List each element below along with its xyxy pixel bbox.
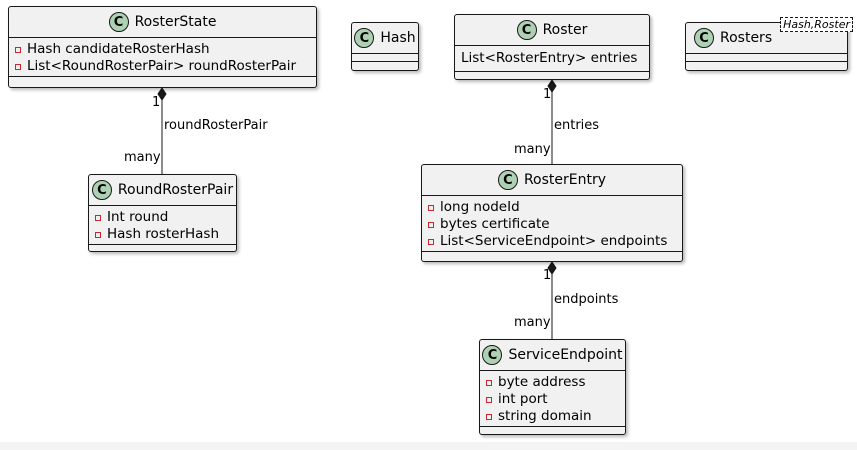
multiplicity-one: 1 (152, 95, 161, 110)
field: Int round (95, 209, 230, 226)
field: bytes certificate (428, 216, 676, 233)
class-hash[interactable]: C Hash (351, 22, 419, 71)
methods-section (480, 427, 625, 434)
private-visibility-icon (15, 63, 21, 70)
class-name: Hash (380, 30, 416, 46)
fields-section: Int round Hash rosterHash (89, 206, 236, 245)
private-visibility-icon (486, 413, 492, 420)
field: Hash rosterHash (95, 226, 230, 243)
class-header: C ServiceEndpoint (480, 340, 625, 371)
methods-section (686, 62, 847, 69)
class-roundrosterpair[interactable]: C RoundRosterPair Int round Hash rosterH… (88, 174, 237, 252)
class-serviceendpoint[interactable]: C ServiceEndpoint byte address int port … (479, 339, 626, 435)
class-rosters[interactable]: C Rosters Hash,Roster (685, 17, 853, 71)
class-name: RosterEntry (523, 172, 607, 188)
field: byte address (486, 374, 619, 391)
class-c-icon: C (497, 170, 518, 190)
multiplicity-one: 1 (543, 87, 552, 102)
relation-label: entries (554, 118, 600, 133)
private-visibility-icon (95, 231, 101, 238)
class-c-icon: C (482, 345, 503, 365)
class-name: Roster (542, 22, 588, 38)
private-visibility-icon (486, 396, 492, 403)
class-header: C RoundRosterPair (89, 175, 236, 206)
fields-section: Hash candidateRosterHash List<RoundRoste… (9, 38, 316, 77)
field: List<RosterEntry> entries (461, 50, 638, 66)
class-header: C Rosters (686, 23, 847, 54)
methods-section (352, 62, 418, 69)
class-name: Rosters (720, 30, 773, 46)
relation-label: roundRosterPair (164, 118, 268, 133)
generic-parameters: Hash,Roster (780, 17, 853, 32)
multiplicity-one: 1 (543, 268, 552, 283)
methods-section (455, 72, 649, 79)
class-c-icon: C (516, 20, 537, 40)
field: long nodeId (428, 199, 676, 216)
private-visibility-icon (428, 204, 434, 211)
composition-diamond-rosterstate (157, 87, 167, 101)
bottom-strip (0, 442, 857, 450)
class-rosterentry[interactable]: C RosterEntry long nodeId bytes certific… (421, 164, 683, 262)
private-visibility-icon (428, 221, 434, 228)
field: int port (486, 391, 619, 408)
class-header: C RosterState (9, 7, 316, 38)
fields-section: byte address int port string domain (480, 371, 625, 427)
fields-section: long nodeId bytes certificate List<Servi… (422, 196, 682, 252)
field: List<ServiceEndpoint> endpoints (428, 233, 676, 250)
class-c-icon: C (108, 12, 129, 32)
class-name: ServiceEndpoint (508, 347, 623, 363)
class-rosterstate[interactable]: C RosterState Hash candidateRosterHash L… (8, 6, 317, 88)
class-roster[interactable]: C Roster List<RosterEntry> entries (454, 14, 650, 80)
class-c-icon: C (694, 28, 714, 48)
class-c-icon: C (354, 28, 375, 48)
private-visibility-icon (95, 214, 101, 221)
class-header: C Roster (455, 15, 649, 46)
field: string domain (486, 408, 619, 425)
composition-diamond-roster (547, 79, 557, 93)
field: List<RoundRosterPair> roundRosterPair (15, 58, 310, 75)
class-c-icon: C (91, 180, 112, 200)
relation-label: endpoints (554, 292, 619, 307)
methods-section (9, 77, 316, 84)
fields-section: List<RosterEntry> entries (455, 46, 649, 72)
field: Hash candidateRosterHash (15, 41, 310, 58)
composition-diamond-rosterentry (547, 261, 557, 275)
fields-section (352, 54, 418, 62)
class-name: RosterState (134, 14, 217, 30)
class-header: C RosterEntry (422, 165, 682, 196)
fields-section (686, 54, 847, 62)
class-header: C Hash (352, 23, 418, 54)
methods-section (89, 245, 236, 252)
private-visibility-icon (15, 46, 21, 53)
class-name: RoundRosterPair (117, 182, 234, 198)
multiplicity-many: many (124, 150, 161, 165)
private-visibility-icon (486, 379, 492, 386)
multiplicity-many: many (514, 142, 551, 157)
methods-section (422, 252, 682, 259)
multiplicity-many: many (514, 315, 551, 330)
private-visibility-icon (428, 238, 434, 245)
